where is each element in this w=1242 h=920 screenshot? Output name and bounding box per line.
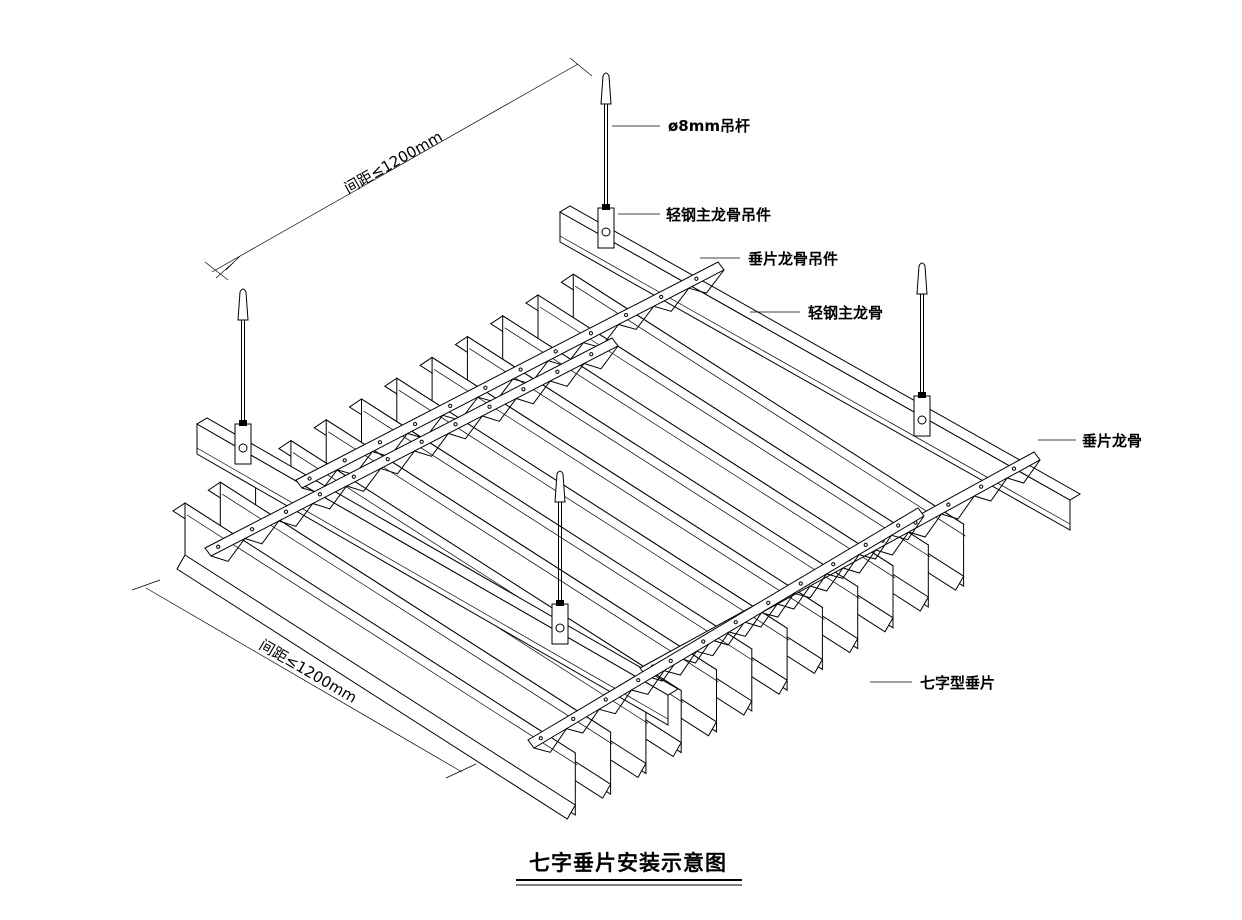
dimension-top	[204, 57, 593, 281]
rod-front-right-bolt	[555, 623, 565, 633]
blade-keel-front-hole	[733, 620, 738, 625]
blade-crease	[575, 285, 966, 537]
blade-keel-front-hole	[668, 658, 673, 663]
blade-keel-left-hole	[351, 474, 356, 479]
label-blade-hanger: 垂片龙骨吊件	[748, 250, 838, 268]
rod-front-left	[234, 288, 252, 465]
blade-crease	[328, 431, 719, 683]
blade-keel-back-hole	[448, 403, 453, 408]
rod-front-right-clamp	[556, 600, 564, 606]
blade-crease	[186, 514, 578, 766]
blade-keel-back-hole	[694, 276, 699, 281]
blade-keel-left-hole	[453, 422, 458, 427]
main-keel-front-edge	[196, 447, 669, 720]
label-rod: ø8mm吊杆	[668, 117, 750, 135]
blade-keel-front-hole	[701, 639, 706, 644]
blade-keel-front-hole	[571, 716, 576, 721]
blade-keel-left-hole	[487, 404, 492, 409]
blade-keel-mid-hole	[979, 484, 984, 489]
blade-keel-back-hole	[307, 476, 312, 481]
blade-keel-front-hole	[896, 523, 901, 528]
diagram-title: 七字垂片安装示意图	[529, 851, 727, 875]
blade-keel-front	[527, 507, 925, 753]
blade-keel-back	[295, 261, 725, 494]
blade-keel-mid-hole	[1011, 466, 1017, 471]
blade-keel-back-hole	[659, 294, 664, 299]
blade-keel-left-hole	[589, 352, 594, 357]
label-blade: 七字型垂片	[920, 674, 995, 692]
blade-keel-front-hole	[863, 542, 868, 547]
blade-keel-back-hole	[412, 421, 418, 427]
blade-keel-back-hole	[588, 331, 593, 336]
rod-back-right	[913, 262, 931, 437]
rod-front-left-bolt	[238, 443, 248, 453]
blade-keel-back-hole	[483, 385, 488, 390]
rod-back-right-bolt	[917, 415, 927, 425]
blade	[172, 502, 578, 820]
rod-back-left	[597, 72, 615, 249]
blade-keel-left-hole	[283, 509, 289, 514]
rod-back-left-clamp	[602, 204, 610, 210]
rod-front-right	[551, 470, 569, 645]
rod-front-left-nut	[237, 288, 249, 321]
blade-crease	[398, 389, 790, 641]
rod-back-left-nut	[600, 72, 612, 105]
blade-keel-back-hole	[623, 312, 629, 318]
blade-lip	[176, 554, 576, 820]
blade-keel-front-teeth	[533, 515, 925, 753]
blade-keel-back-hole	[342, 458, 347, 463]
blade-keel-left-hole	[385, 457, 390, 462]
hanger-rod-group	[234, 72, 931, 645]
blade-keel-left-hole	[216, 544, 221, 549]
blade-keel-group	[204, 261, 1041, 753]
blade-keel-left-hole	[317, 492, 323, 497]
blade-keel-left-hole	[521, 387, 526, 392]
blade-keel-back-hole	[518, 367, 523, 372]
blade-keel-left-hole	[419, 439, 424, 444]
blade-keel-front-hole	[603, 697, 608, 702]
dimension-top-label: 间距≤1200mm	[341, 128, 446, 198]
blade-web	[184, 502, 576, 816]
blade-keel-front-hole	[636, 678, 641, 683]
label-blade-keel: 垂片龙骨	[1082, 432, 1142, 450]
rod-front-left-clamp	[239, 420, 247, 426]
blade-crease	[469, 348, 860, 599]
leader-lines	[612, 125, 1076, 683]
dimension-bottom	[131, 579, 477, 779]
blade-crease	[222, 493, 613, 745]
blade-keel-front-hole	[798, 581, 803, 586]
blade-keel-left	[204, 337, 619, 562]
main-keel-back-edge	[559, 235, 1071, 525]
blade-keel-front-hole	[538, 736, 543, 741]
blade-keel-left-teeth	[210, 345, 619, 562]
blade-keel-back-hole	[553, 349, 558, 354]
blade-keel-left-hole	[249, 527, 255, 532]
rod-back-right-nut	[916, 262, 928, 295]
rod-back-left-bolt	[601, 227, 611, 237]
rod-front-right-nut	[554, 470, 566, 503]
blade-keel-mid-hole	[946, 502, 951, 507]
blade-group	[172, 273, 966, 820]
blade-keel-back-teeth	[301, 269, 725, 494]
blade-keel-front-hole	[766, 600, 771, 605]
rod-back-right-clamp	[918, 392, 926, 398]
label-main-hanger: 轻钢主龙骨吊件	[666, 206, 771, 224]
label-main-keel: 轻钢主龙骨	[808, 304, 883, 322]
blade-keel-left-hole	[555, 369, 560, 374]
blade-crease	[433, 369, 825, 620]
blade-keel-back-hole	[377, 440, 382, 445]
blade-keel-front-hole	[831, 562, 836, 567]
